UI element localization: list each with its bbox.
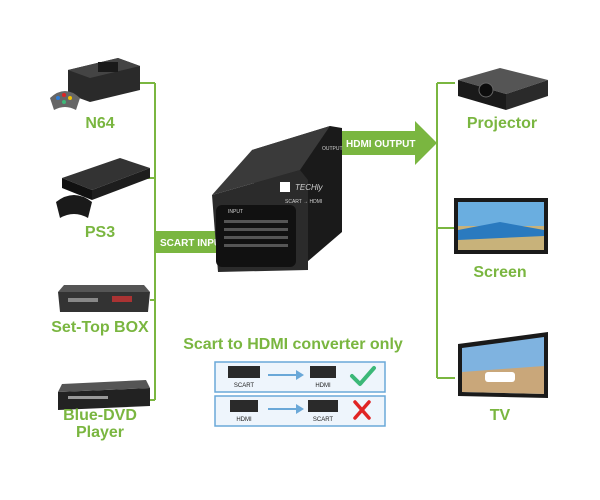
scart-input-label: SCART INPUT (160, 238, 227, 249)
device-input-port-label: INPUT (228, 209, 243, 215)
input-label-settop-box: Set-Top BOX (51, 319, 149, 336)
converter-device: TECHly SCART → HDMI INPUT OUTPUT (212, 126, 343, 272)
scart-plug-icon-2 (308, 400, 338, 412)
input-label-n64: N64 (85, 115, 114, 132)
ps3-console-icon (56, 158, 150, 218)
input-label-ps3: PS3 (85, 224, 115, 241)
row1-to-label: HDMI (315, 383, 331, 389)
row1-from-label: SCART (234, 383, 255, 389)
screen-monitor-icon (454, 198, 548, 254)
brand-logo-icon (280, 182, 290, 192)
device-model: SCART → HDMI (285, 199, 322, 205)
check-icon (350, 366, 376, 386)
scart-plug-icon (228, 366, 260, 378)
projector-icon (458, 68, 548, 110)
hdmi-output-label: HDMI OUTPUT (346, 139, 415, 150)
device-output-port-label: OUTPUT (322, 146, 343, 152)
dvd-player-icon (58, 380, 150, 410)
output-label-projector: Projector (467, 115, 537, 132)
left-connector-lines (140, 82, 156, 401)
note-row-scart-to-hdmi: SCART HDMI (214, 361, 386, 393)
right-connector-lines (436, 82, 455, 379)
settop-box-icon (58, 285, 150, 312)
hdmi-output-arrow: HDMI OUTPUT (340, 121, 437, 165)
tv-icon (458, 332, 548, 398)
note-row-hdmi-to-scart: HDMI SCART (214, 395, 386, 427)
cross-icon (353, 400, 371, 420)
hdmi-plug-icon (310, 366, 336, 378)
input-label-dvd-line1: Blue-DVD (63, 407, 137, 424)
row2-to-label: SCART (313, 417, 334, 423)
output-label-tv: TV (490, 407, 511, 424)
scart-pins (224, 220, 288, 247)
input-label-dvd-line2: Player (76, 424, 124, 441)
device-brand: TECHly (295, 183, 324, 192)
hdmi-plug-icon-2 (230, 400, 258, 412)
row2-from-label: HDMI (236, 417, 252, 423)
n64-console-icon (50, 58, 140, 110)
note-title: Scart to HDMI converter only (183, 336, 403, 353)
output-label-screen: Screen (473, 264, 526, 281)
